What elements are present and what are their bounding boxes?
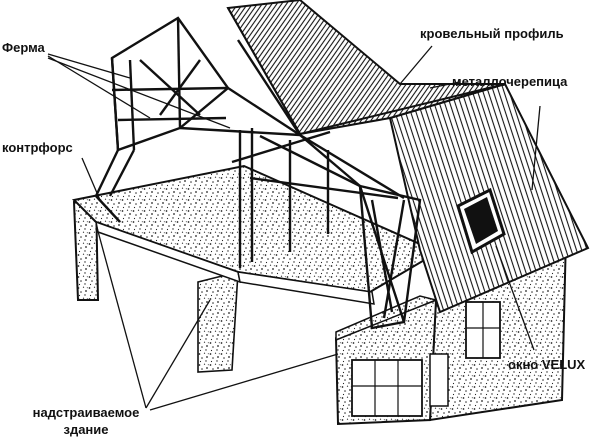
building-windows [351, 301, 501, 417]
main-roof [226, 0, 506, 136]
truss-frames [94, 16, 422, 330]
label-existing-building-line1: надстраиваемое [32, 405, 140, 420]
label-roof-profile: кровельный профиль [420, 26, 564, 41]
window-side-lower [429, 353, 449, 407]
velux-window [456, 187, 506, 255]
label-velux-window: окно VELUX [508, 357, 586, 372]
label-existing-building-line2: здание [63, 422, 109, 437]
label-existing-building: надстраиваемое здание [16, 404, 156, 438]
label-truss: Ферма [2, 40, 45, 55]
floor-slab [71, 164, 441, 342]
window-right-upper [465, 301, 501, 359]
label-buttress: контрфорс [2, 140, 73, 155]
leader-lines [47, 45, 541, 411]
window-front-lower [351, 359, 423, 417]
label-metal-tile: металлочерепица [452, 74, 568, 89]
